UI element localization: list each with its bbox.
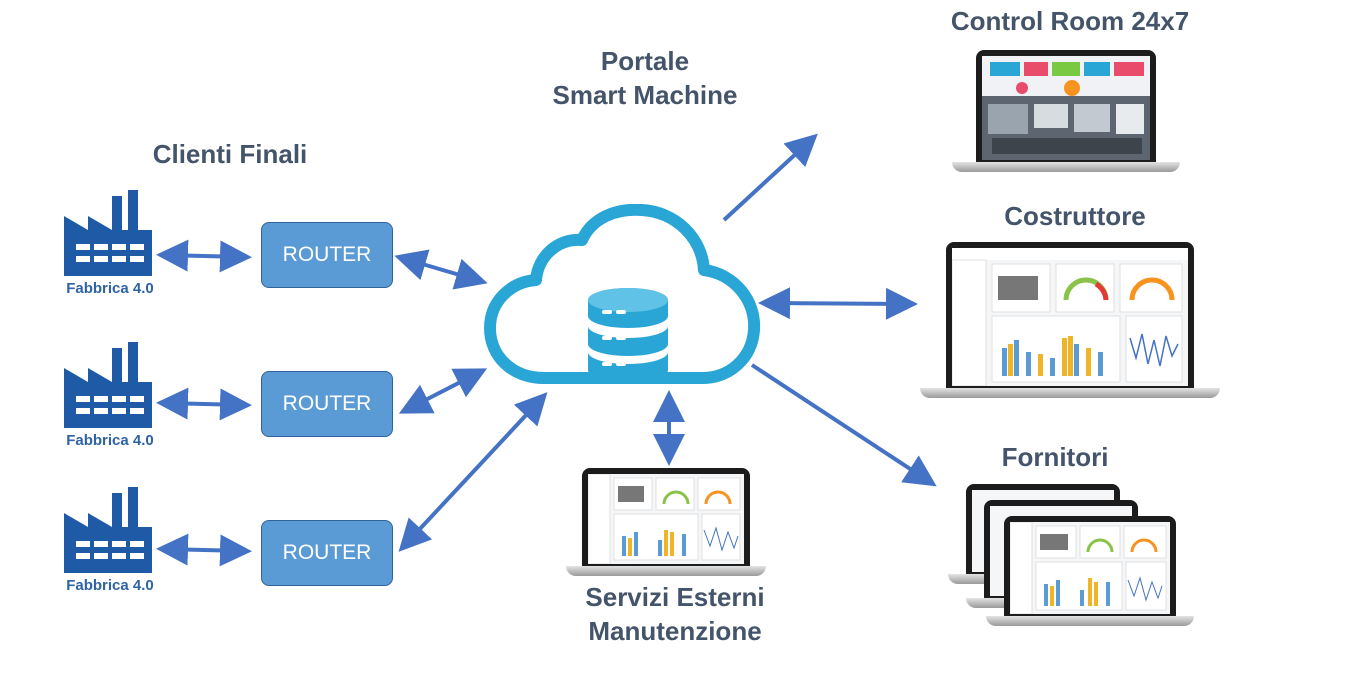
control-room-title: Control Room 24x7: [950, 6, 1190, 36]
costruttore-laptop: [920, 242, 1220, 402]
factory-label: Fabbrica 4.0: [66, 432, 154, 449]
servizi-title-line2: Manutenzione: [588, 616, 762, 646]
portale-title-line2: Smart Machine: [552, 80, 738, 110]
factory-label: Fabbrica 4.0: [66, 577, 154, 594]
arrow-router-cloud-3: [398, 392, 548, 552]
arrow-factory-router-3: [156, 533, 252, 567]
servizi-screen: [588, 474, 744, 564]
arrow-router-cloud-1: [394, 249, 488, 290]
factory-icon: [64, 487, 152, 573]
fornitori-title: Fornitori: [1001, 442, 1109, 472]
factory-icon: [64, 190, 152, 276]
factory-icon: [64, 342, 152, 428]
servizi-title: Servizi Esterni Manutenzione: [540, 580, 810, 648]
fornitori-laptop-3: [986, 516, 1194, 628]
costruttore-title: Costruttore: [1004, 201, 1146, 231]
arrow-cloud-controlroom: [722, 133, 818, 222]
clienti-finali-title: Clienti Finali: [152, 139, 308, 169]
router-2: ROUTER: [261, 371, 393, 437]
arrow-cloud-costruttore: [758, 287, 918, 320]
control-room-screen: [982, 56, 1150, 160]
arrow-router-cloud-2: [398, 368, 488, 414]
factory-3: Fabbrica 4.0: [62, 487, 158, 594]
control-room-laptop: [952, 50, 1180, 172]
servizi-title-line1: Servizi Esterni: [585, 582, 765, 612]
portale-title-line1: Portale: [600, 46, 690, 76]
fornitori-screen-3: [1010, 522, 1170, 614]
portale-title: Portale Smart Machine: [520, 44, 770, 112]
arrow-factory-router-2: [156, 387, 252, 421]
router-1: ROUTER: [261, 222, 393, 288]
servizi-laptop: [566, 468, 766, 576]
router-3: ROUTER: [261, 520, 393, 586]
database-icon: [588, 288, 668, 382]
arrow-factory-router-1: [156, 239, 252, 273]
factory-1: Fabbrica 4.0: [62, 190, 158, 297]
costruttore-screen: [952, 248, 1188, 386]
arrow-cloud-fornitori: [750, 363, 937, 487]
cloud-icon: [484, 204, 761, 384]
factory-label: Fabbrica 4.0: [66, 280, 154, 297]
factory-2: Fabbrica 4.0: [62, 342, 158, 449]
